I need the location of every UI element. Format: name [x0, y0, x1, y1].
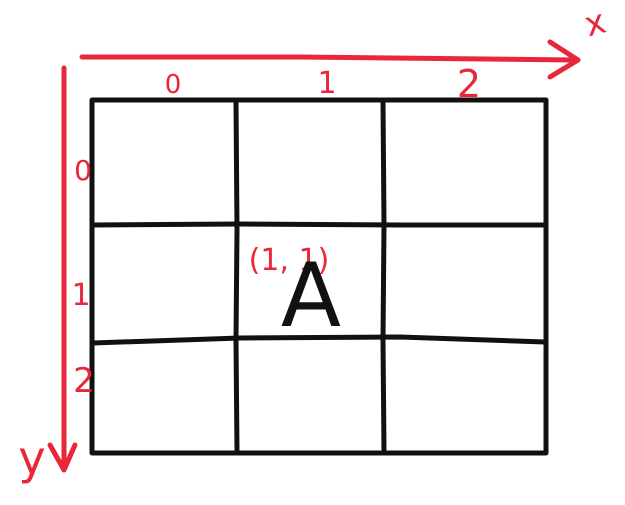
grid-line-vertical-2 — [380, 98, 387, 455]
x-axis-arrowhead — [547, 39, 581, 80]
x-axis-label: x — [580, 1, 610, 45]
y-tick-label-2: 2 — [73, 361, 95, 401]
x-tick-label-0: 0 — [165, 70, 182, 100]
grid-line-horizontal-1 — [90, 221, 548, 228]
cell-coordinate-label: (1, 1) — [249, 243, 330, 278]
x-tick-label-2: 2 — [457, 62, 481, 106]
y-axis-arrowhead — [47, 442, 78, 473]
y-tick-label-0: 0 — [74, 154, 92, 187]
grid-line-horizontal-2 — [90, 334, 548, 346]
x-axis-line — [79, 54, 578, 63]
cell-letter: A — [281, 244, 341, 347]
grid-line-vertical-1 — [233, 98, 240, 455]
y-axis-label: y — [18, 431, 45, 485]
y-tick-label-1: 1 — [71, 278, 90, 313]
x-tick-label-1: 1 — [317, 66, 336, 101]
grid-frame — [89, 97, 549, 456]
